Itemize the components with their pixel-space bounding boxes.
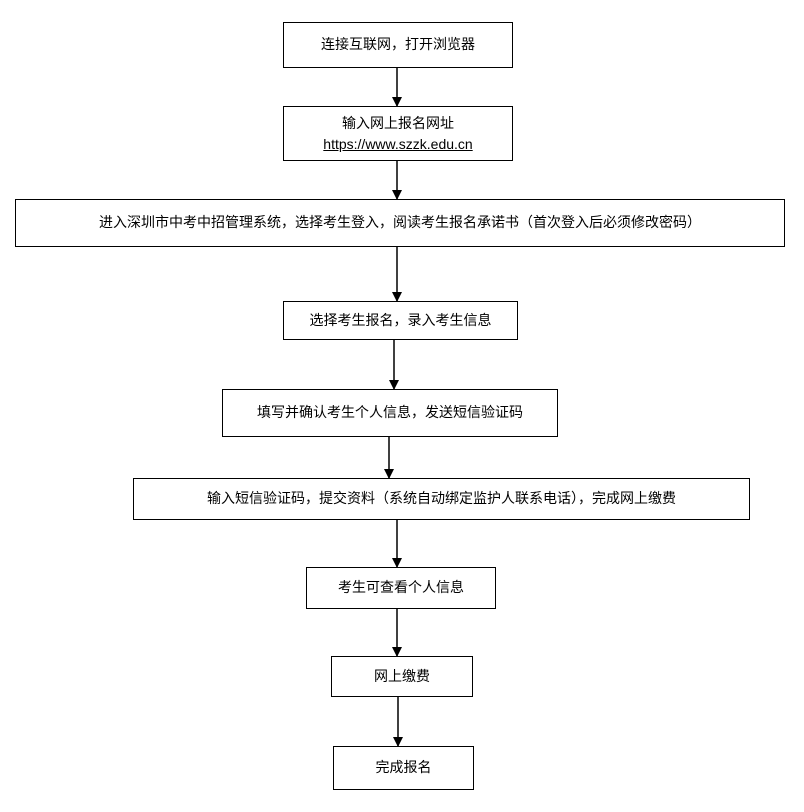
step-label: 填写并确认考生个人信息，发送短信验证码 (257, 405, 523, 421)
step-label: 完成报名 (375, 760, 432, 776)
step-enter-system: 进入深圳市中考中招管理系统，选择考生登入，阅读考生报名承诺书（首次登入后必须修改… (15, 199, 785, 247)
step-connect-internet: 连接互联网，打开浏览器 (283, 22, 513, 68)
step-complete: 完成报名 (333, 746, 474, 790)
step-fill-info: 填写并确认考生个人信息，发送短信验证码 (222, 389, 558, 437)
step-enter-url: 输入网上报名网址 https://www.szzk.edu.cn (283, 106, 513, 161)
step-label: 选择考生报名，录入考生信息 (309, 312, 492, 329)
step-label: 输入网上报名网址 (342, 115, 454, 132)
step-label: 输入短信验证码，提交资料（系统自动绑定监护人联系电话），完成网上缴费 (207, 491, 676, 507)
step-submit-info: 输入短信验证码，提交资料（系统自动绑定监护人联系电话），完成网上缴费 (133, 478, 750, 520)
step-label: 网上缴费 (374, 668, 430, 685)
step-online-payment: 网上缴费 (331, 656, 473, 697)
step-view-info: 考生可查看个人信息 (306, 567, 496, 609)
step-select-registration: 选择考生报名，录入考生信息 (283, 301, 518, 340)
registration-url[interactable]: https://www.szzk.edu.cn (323, 135, 473, 152)
step-label: 考生可查看个人信息 (338, 580, 464, 596)
step-label: 进入深圳市中考中招管理系统，选择考生登入，阅读考生报名承诺书（首次登入后必须修改… (99, 215, 701, 231)
step-label: 连接互联网，打开浏览器 (321, 37, 475, 53)
